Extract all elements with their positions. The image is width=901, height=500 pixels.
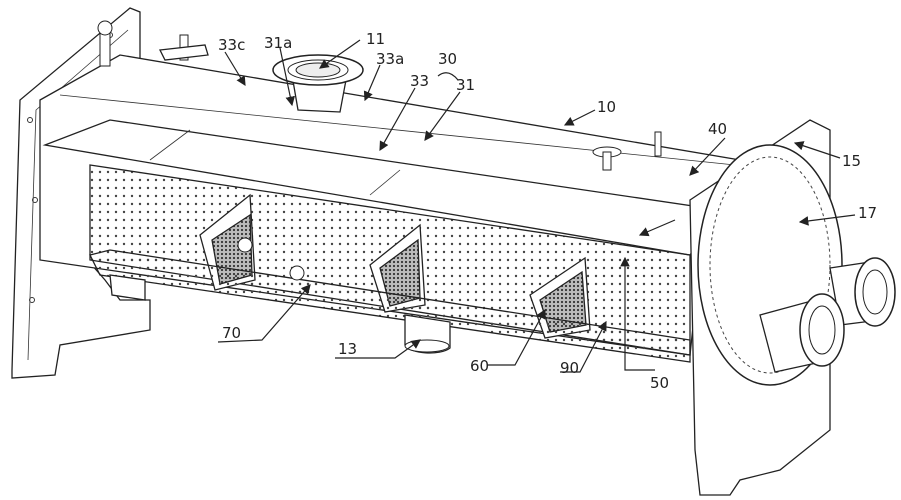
label-40: 40 bbox=[708, 120, 727, 138]
bottom-nozzle-13 bbox=[404, 314, 451, 354]
label-15: 15 bbox=[842, 152, 861, 170]
label-70: 70 bbox=[222, 324, 241, 342]
top-fitting-left bbox=[159, 34, 209, 61]
label-11: 11 bbox=[366, 30, 385, 48]
label-10: 10 bbox=[597, 98, 616, 116]
label-33a: 33a bbox=[376, 50, 404, 68]
reference-labels: 11 31a 33c 30 33a 33 31 10 40 15 17 70 1… bbox=[218, 30, 877, 392]
label-50: 50 bbox=[650, 374, 669, 392]
label-31: 31 bbox=[456, 76, 475, 94]
label-33c: 33c bbox=[218, 36, 245, 54]
label-90: 90 bbox=[560, 359, 579, 377]
leader-lines bbox=[217, 39, 856, 373]
label-13: 13 bbox=[338, 340, 357, 358]
top-fitting-right bbox=[592, 131, 662, 171]
label-30: 30 bbox=[438, 50, 457, 68]
label-17: 17 bbox=[858, 204, 877, 222]
bottom-pipe-left bbox=[109, 274, 146, 301]
end-nozzle-lower bbox=[759, 293, 845, 373]
label-60: 60 bbox=[470, 357, 489, 375]
bottom-tray-70 bbox=[89, 249, 691, 363]
end-nozzle-upper bbox=[829, 257, 896, 327]
valve-fitting bbox=[97, 20, 113, 67]
label-31a: 31a bbox=[264, 34, 292, 52]
label-33: 33 bbox=[410, 72, 429, 90]
